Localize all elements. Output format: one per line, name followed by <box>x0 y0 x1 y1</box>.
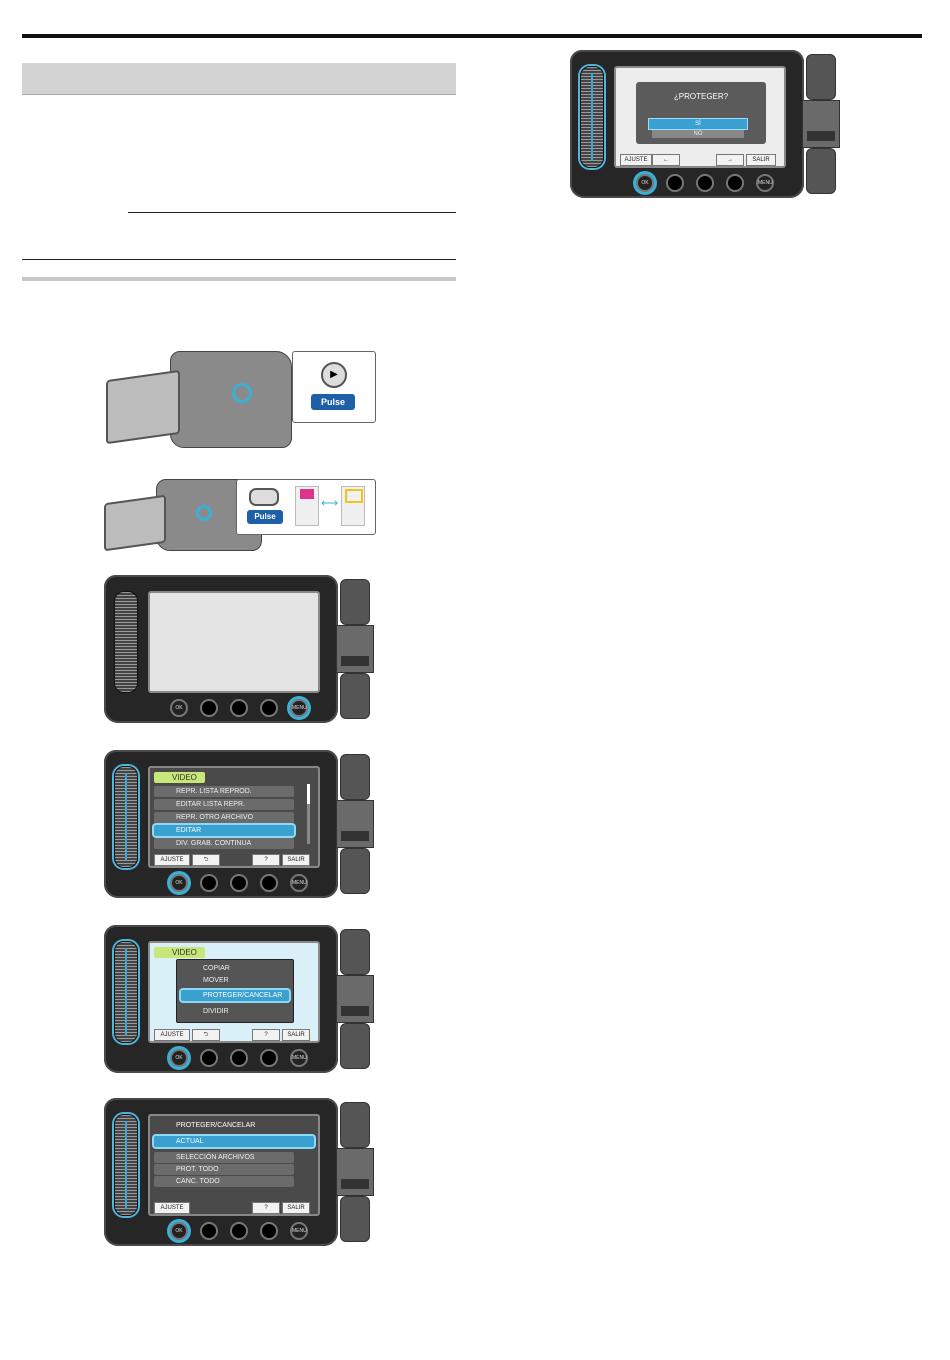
menu-item-editar[interactable]: EDITAR <box>154 825 294 836</box>
submenu-item[interactable]: MOVER <box>203 977 229 984</box>
switch-arrows-icon: ⟷ <box>321 496 339 510</box>
softkey-ajuste[interactable]: AJUSTE <box>620 154 652 166</box>
lcd-button-3[interactable] <box>230 1222 248 1240</box>
divider-short <box>128 212 456 213</box>
lcd-button-2[interactable] <box>200 699 218 717</box>
mode-switch-icon <box>249 488 279 506</box>
play-button-callout: ▶ Pulse <box>292 351 376 423</box>
lcd-button-2[interactable] <box>666 174 684 192</box>
menu-header: VIDEO <box>154 947 205 958</box>
submenu-panel: COPIAR MOVER PROTEGER/CANCELAR DIVIDIR <box>176 959 294 1023</box>
top-rule <box>22 34 922 38</box>
lcd-button-4[interactable] <box>260 699 278 717</box>
menu-button[interactable]: MENU <box>290 874 308 892</box>
pulse-label: Pulse <box>311 394 355 410</box>
ok-button[interactable]: OK <box>170 1222 188 1240</box>
submenu-item[interactable]: COPIAR <box>203 965 230 972</box>
menu-item[interactable]: REPR. OTRO ARCHIVO <box>154 812 294 823</box>
softkey-right[interactable]: → <box>716 154 744 166</box>
menu-item[interactable]: PROT. TODO <box>154 1164 294 1175</box>
lcd-screen: VIDEO COPIAR MOVER PROTEGER/CANCELAR DIV… <box>148 941 320 1043</box>
menu-button[interactable]: MENU <box>290 1049 308 1067</box>
photo-mode-icon <box>341 486 365 526</box>
lcd-button-3[interactable] <box>230 874 248 892</box>
lcd-menu-press: OK MENU <box>104 575 376 723</box>
submenu-item-proteger[interactable]: PROTEGER/CANCELAR <box>181 990 289 1001</box>
lcd-screen: ¿PROTEGER? SÍ NO AJUSTE ← → SALIR <box>614 66 786 168</box>
lcd-button-3[interactable] <box>696 174 714 192</box>
lcd-video-menu: VIDEO REPR. LISTA REPROD. EDITAR LISTA R… <box>104 750 376 898</box>
ok-button[interactable]: OK <box>170 699 188 717</box>
lcd-button-3[interactable] <box>230 1049 248 1067</box>
menu-scrollbar[interactable] <box>307 784 310 844</box>
confirm-dialog: ¿PROTEGER? SÍ NO <box>636 82 766 144</box>
zoom-slider[interactable] <box>114 941 138 1043</box>
lcd-button-2[interactable] <box>200 874 218 892</box>
softkey-back[interactable]: ⮌ <box>192 1029 220 1041</box>
pulse-label: Pulse <box>247 510 283 524</box>
lcd-button-4[interactable] <box>260 1049 278 1067</box>
confirm-no-option[interactable]: NO <box>652 130 744 138</box>
menu-item[interactable]: DIV. GRAB. CONTINUA <box>154 838 294 849</box>
confirm-yes-option[interactable]: SÍ <box>648 118 748 130</box>
play-button-highlight <box>232 383 252 403</box>
lcd-button-3[interactable] <box>230 699 248 717</box>
camcorder-photo-mode: Pulse ⟷ <box>100 475 380 555</box>
lcd-button-2[interactable] <box>200 1222 218 1240</box>
menu-item[interactable]: SELECCIÓN ARCHIVOS <box>154 1152 294 1163</box>
confirm-question: ¿PROTEGER? <box>673 92 729 101</box>
softkey-help[interactable]: ? <box>252 1202 280 1214</box>
zoom-slider[interactable] <box>580 66 604 168</box>
zoom-slider[interactable] <box>114 591 138 693</box>
lcd-proteger-menu: PROTEGER/CANCELAR ACTUAL SELECCIÓN ARCHI… <box>104 1098 376 1246</box>
softkey-ajuste[interactable]: AJUSTE <box>154 854 190 866</box>
ok-button[interactable]: OK <box>170 1049 188 1067</box>
lcd-screen: PROTEGER/CANCELAR ACTUAL SELECCIÓN ARCHI… <box>148 1114 320 1216</box>
menu-header: VIDEO <box>154 772 205 783</box>
play-icon: ▶ <box>321 362 347 388</box>
menu-button[interactable]: MENU <box>290 699 308 717</box>
ok-button[interactable]: OK <box>636 174 654 192</box>
softkey-help[interactable]: ? <box>252 854 280 866</box>
softkey-ajuste[interactable]: AJUSTE <box>154 1029 190 1041</box>
softkey-salir[interactable]: SALIR <box>746 154 776 166</box>
softkey-ajuste[interactable]: AJUSTE <box>154 1202 190 1214</box>
softkey-left[interactable]: ← <box>652 154 680 166</box>
menu-item[interactable]: CANC. TODO <box>154 1176 294 1187</box>
submenu-item[interactable]: DIVIDIR <box>203 1008 229 1015</box>
menu-item[interactable]: REPR. LISTA REPROD. <box>154 786 294 797</box>
zoom-slider[interactable] <box>114 1114 138 1216</box>
lcd-editar-menu: VIDEO COPIAR MOVER PROTEGER/CANCELAR DIV… <box>104 925 376 1073</box>
section-rule <box>22 277 456 281</box>
lcd-button-4[interactable] <box>260 874 278 892</box>
menu-header: PROTEGER/CANCELAR <box>176 1122 256 1129</box>
lcd-screen: VIDEO REPR. LISTA REPROD. EDITAR LISTA R… <box>148 766 320 868</box>
softkey-help[interactable]: ? <box>252 1029 280 1041</box>
zoom-slider[interactable] <box>114 766 138 868</box>
ok-button[interactable]: OK <box>170 874 188 892</box>
softkey-salir[interactable]: SALIR <box>282 1029 310 1041</box>
menu-button[interactable]: MENU <box>290 1222 308 1240</box>
camcorder-photo-play: ▶ Pulse <box>100 345 380 450</box>
softkey-salir[interactable]: SALIR <box>282 1202 310 1214</box>
lcd-button-2[interactable] <box>200 1049 218 1067</box>
divider-long <box>22 259 456 260</box>
mode-button-callout: Pulse ⟷ <box>236 479 376 535</box>
lcd-screen <box>148 591 320 693</box>
softkey-back[interactable]: ⮌ <box>192 854 220 866</box>
section-header-bar <box>22 63 456 95</box>
lcd-confirm-dialog: ¿PROTEGER? SÍ NO AJUSTE ← → SALIR OK MEN… <box>570 50 842 198</box>
menu-item-actual[interactable]: ACTUAL <box>154 1136 314 1147</box>
lcd-button-4[interactable] <box>726 174 744 192</box>
mode-button-highlight <box>196 505 212 521</box>
menu-item[interactable]: EDITAR LISTA REPR. <box>154 799 294 810</box>
softkey-salir[interactable]: SALIR <box>282 854 310 866</box>
video-mode-icon <box>295 486 319 526</box>
menu-button[interactable]: MENU <box>756 174 774 192</box>
lcd-button-4[interactable] <box>260 1222 278 1240</box>
